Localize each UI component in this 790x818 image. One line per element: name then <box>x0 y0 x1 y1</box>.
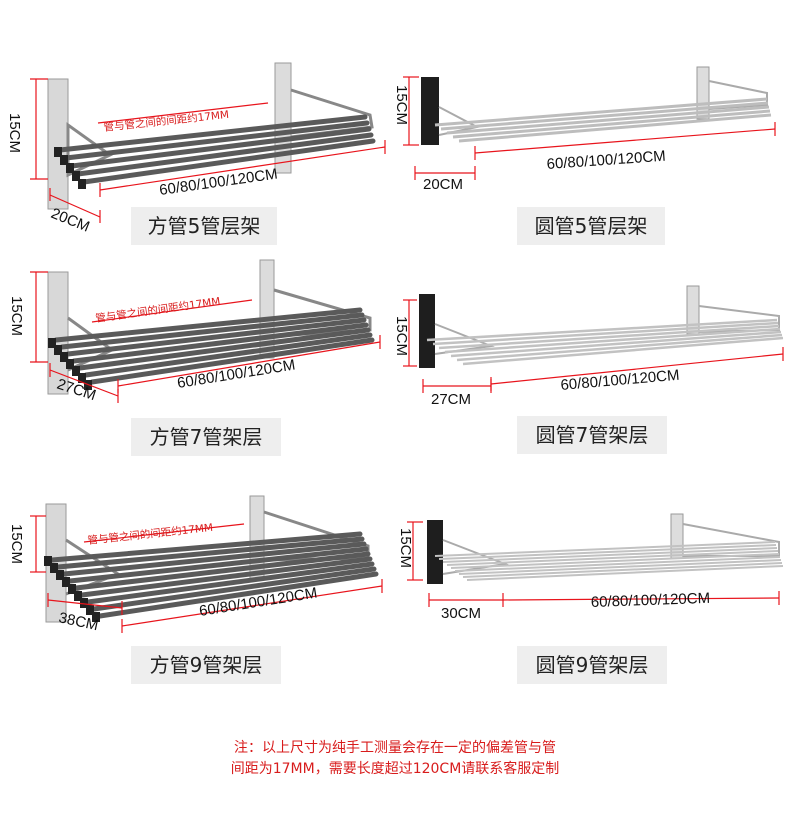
square-tube-shelf-illustration: 15CM 38CM 60/80/100/120CM 管与管之间的间距约17MM <box>8 495 383 634</box>
depth-label: 20CM <box>423 176 463 193</box>
height-label: 15CM <box>393 85 410 125</box>
length-label: 60/80/100/120CM <box>546 148 666 173</box>
product-panel-round-5: 15CM 20CM 60/80/100/120CM 圆管5管层架 <box>393 55 790 295</box>
footnote-line: 间距为17MM，需要长度超过120CM请联系客服定制 <box>230 761 560 777</box>
product-caption: 方管7管架层 <box>131 418 281 456</box>
product-panel-square-7: 15CM 27CM 60/80/100/120CM 管与管之间的间距约17MM … <box>0 258 395 498</box>
length-label: 60/80/100/120CM <box>591 590 711 611</box>
height-label: 15CM <box>393 316 410 356</box>
footnote: 注：以上尺寸为纯手工测量会存在一定的偏差管与管 间距为17MM，需要长度超过12… <box>150 738 640 780</box>
depth-label: 30CM <box>441 605 481 622</box>
product-panel-round-9: 15CM 30CM 60/80/100/120CM 圆管9管架层 <box>395 490 790 730</box>
product-panel-square-9: 15CM 38CM 60/80/100/120CM 管与管之间的间距约17MM … <box>0 490 395 730</box>
footnote-line: 注：以上尺寸为纯手工测量会存在一定的偏差管与管 <box>234 740 556 756</box>
product-panel-round-7: 15CM 27CM 60/80/100/120CM 圆管7管架层 <box>393 258 790 498</box>
round-tube-shelf-illustration: 15CM 30CM 60/80/100/120CM <box>397 513 784 622</box>
depth-label: 20CM <box>49 205 92 236</box>
tube-spacing-note: 管与管之间的间距约17MM <box>87 521 214 547</box>
height-label: 15CM <box>8 296 25 336</box>
square-tube-shelf-illustration: 15CM 27CM 60/80/100/120CM 管与管之间的间距约17MM <box>8 259 381 404</box>
product-caption: 圆管7管架层 <box>517 416 667 454</box>
depth-label: 27CM <box>431 391 471 408</box>
tube-spacing-note: 管与管之间的间距约17MM <box>95 295 222 325</box>
square-tube-shelf-illustration: 15CM 20CM 60/80/100/120CM 管与管之间的间距约17MM <box>6 62 386 236</box>
height-label: 15CM <box>397 528 414 568</box>
product-caption: 圆管9管架层 <box>517 646 667 684</box>
product-caption: 方管9管架层 <box>131 646 281 684</box>
round-tube-shelf-illustration: 15CM 20CM 60/80/100/120CM <box>393 66 776 193</box>
tube-spacing-note: 管与管之间的间距约17MM <box>103 108 230 134</box>
product-caption: 圆管5管层架 <box>517 207 665 245</box>
round-tube-shelf-illustration: 15CM 27CM 60/80/100/120CM <box>393 285 784 408</box>
product-panel-square-5: 15CM 20CM 60/80/100/120CM 管与管之间的间距约17MM … <box>0 55 395 295</box>
product-caption: 方管5管层架 <box>131 207 277 245</box>
height-label: 15CM <box>6 113 23 153</box>
height-label: 15CM <box>8 524 25 564</box>
